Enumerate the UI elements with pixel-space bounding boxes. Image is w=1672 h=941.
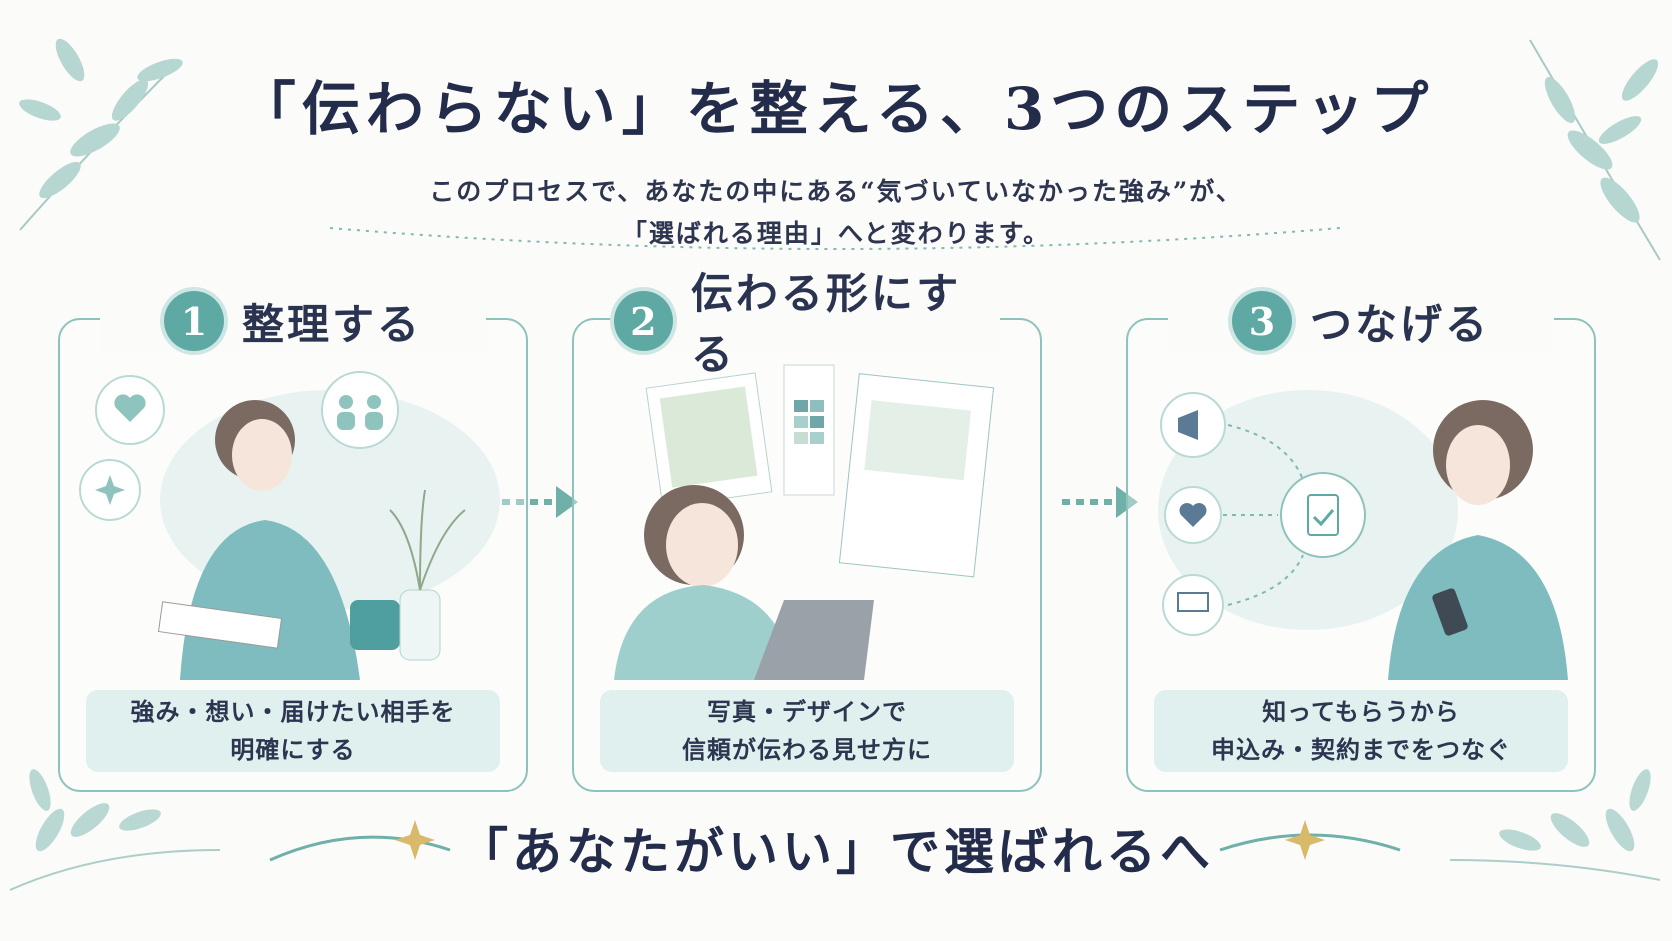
step-illustration (614, 364, 995, 680)
step-card-2: 2 伝わる形にする 写真・デザインで 信頼が伝わる見せ方に (572, 269, 1042, 792)
leaf-branch-icon (1529, 39, 1661, 261)
sparkle-icon (395, 820, 1325, 860)
laptop-icon (1162, 574, 1224, 636)
step-illustration (79, 371, 500, 680)
step-number-badge: 2 (614, 291, 673, 351)
step-title: 伝わる形にする (690, 269, 962, 379)
leaf-branch-icon (19, 38, 183, 231)
step-caption: 写真・デザインで 信頼が伝わる見せ方に (600, 690, 1014, 772)
step-number-badge: 3 (1231, 291, 1292, 351)
step-number-badge: 1 (163, 291, 224, 351)
footer-flourish (269, 835, 451, 862)
arrow-right-icon (502, 486, 578, 518)
step-card-1: 1 整理する 強み・想い・届けたい相手を 明確にする (58, 290, 528, 792)
page-title: 「伝わらない」を整える、3つのステップ (237, 75, 1435, 143)
step-header: 1 整理する (100, 290, 486, 352)
caption-line: 知ってもらうから (1262, 697, 1460, 726)
leaf-branch-icon (9, 769, 221, 891)
caption-line: 写真・デザインで (707, 697, 907, 726)
caption-line: 明確にする (230, 735, 356, 764)
caption-line: 信頼が伝わる見せ方に (682, 735, 932, 764)
page-subtitle-line2: 「選ばれる理由」へと変わります。 (621, 219, 1051, 248)
step-title: つなげる (1309, 299, 1490, 349)
clipboard-check-icon (1280, 472, 1366, 558)
caption-line: 強み・想い・届けたい相手を (130, 697, 456, 726)
footer-tagline: 「あなたがいい」で選ばれるへ (458, 822, 1214, 881)
people-icon (321, 371, 399, 449)
step-caption: 強み・想い・届けたい相手を 明確にする (86, 690, 500, 772)
step-header: 2 伝わる形にする (614, 269, 1000, 379)
step-illustration (1158, 390, 1568, 680)
leaf-branch-icon (1449, 769, 1661, 881)
step-caption: 知ってもらうから 申込み・契約までをつなぐ (1154, 690, 1568, 772)
caption-line: 申込み・契約までをつなぐ (1211, 735, 1511, 764)
step-header: 3 つなげる (1168, 290, 1554, 352)
step-card-3: 3 つなげる 知ってもらうから 申込み・契約までをつなぐ (1126, 290, 1596, 792)
page-subtitle-line1: このプロセスで、あなたの中にある“気づいていなかった強み”が、 (429, 177, 1243, 206)
subtitle-divider (329, 227, 1341, 250)
step-title: 整理する (241, 299, 422, 349)
